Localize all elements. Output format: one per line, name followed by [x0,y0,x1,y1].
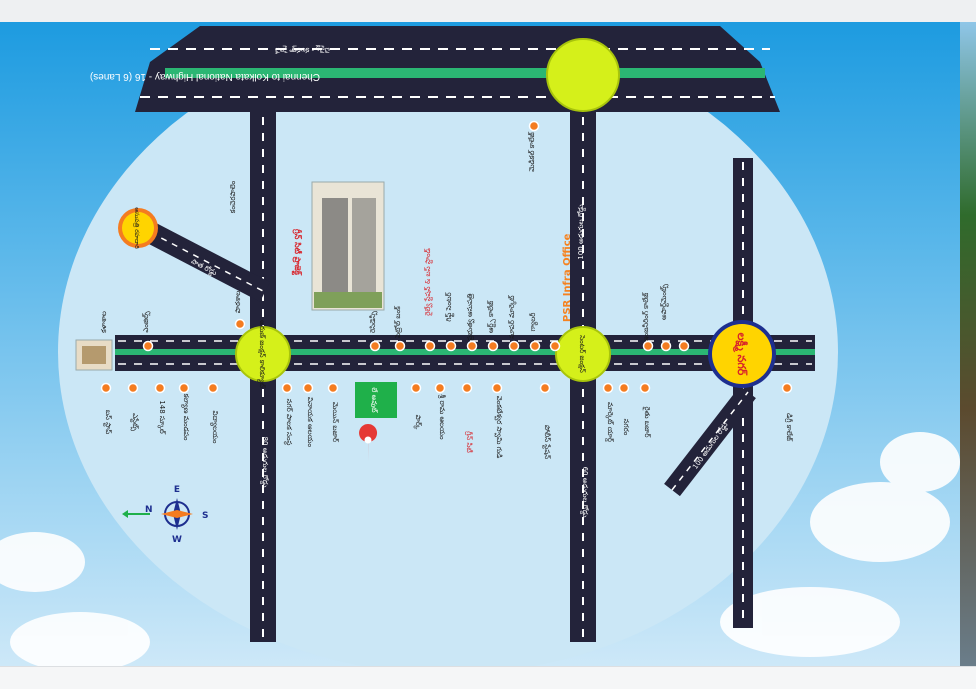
national-highway [135,26,780,112]
highway-english-label: Chennai to Kolkata National Highway - 16… [90,71,320,82]
svg-text:నగర్ పాలక సంస్థ: నగర్ పాలక సంస్థ [283,399,293,446]
svg-text:సూపర్ మార్కెట్: సూపర్ మార్కెట్ [508,295,517,339]
location-pin-icon [359,424,378,462]
road-diagonal-hospital [134,217,271,302]
venture-badge: లక్ష్మీ నగర్ [708,320,776,388]
svg-text:పెట్రోల్ బంక్: పెట్రోల్ బంక్ [394,306,403,339]
project-caption: గ్రీన్ సిటీ ప్రాజెక్ట్ [291,229,303,276]
main-road [115,335,815,371]
svg-text:డిగ్రీ కాలేజ్: డిగ్రీ కాలేజ్ [785,413,793,442]
landmark-photo [75,339,113,371]
svg-text:పాఠశాల: పాఠశాల [234,291,242,314]
venture-name: లక్ష్మీ నగర్ [732,333,748,376]
svg-text:ఆర్ట్స్ కాలేజ్: ఆర్ట్స్ కాలేజ్ [487,300,496,333]
svg-text:ఎస్టేట్స్: ఎస్టేట్స్ [130,413,139,431]
svg-text:వెంకటేశ్వర స్వామి గుడి: వెంకటేశ్వర స్వామి గుడి [494,396,503,459]
svg-text:ఇంజనీరింగ్ కాలేజ్: ఇంజనీరింగ్ కాలేజ్ [642,292,650,341]
svg-text:పోలీస్ స్టేషన్: పోలీస్ స్టేషన్ [542,425,551,459]
svg-text:రైతు బజార్: రైతు బజార్ [642,407,651,439]
svg-text:కళాశాల: కళాశాల [100,311,108,333]
svg-text:మెయిన్ బజార్: మెయిన్ బజార్ [331,402,339,443]
main-junction-label: అరుణ్ జంక్షన్ కాలిక్యూట్ [257,320,266,388]
green-city-badge: లే అవుట్ [355,382,397,418]
landmark-labels-upper: కళాశాల ఎంజిల్స్ పాఠశాల రెసిడెన్సీ పెట్రో… [100,131,669,341]
svg-text:రైల్వే స్టేషన్ & బస్ స్టాండ్: రైల్వే స్టేషన్ & బస్ స్టాండ్ [424,248,433,316]
center-junction-label: సెంటర్ జంక్షన్ [578,334,586,373]
svg-text:ప్రభుత్వ ఆసుపత్రి: ప్రభుత్వ ఆసుపత్రి [466,293,475,340]
svg-text:60 అడుగుల రోడ్డు: 60 అడుగుల రోడ్డు [580,467,589,518]
svg-text:కల్యాణ మండపం: కల్యాణ మండపం [181,394,190,441]
svg-text:శ్రీ రామ ఆలయం: శ్రీ రామ ఆలయం [438,394,446,440]
svg-text:100 అడుగుల రోడ్డు: 100 అడుగుల రోడ్డు [577,204,586,260]
svg-text:148 స్కూల్: 148 స్కూల్ [157,400,166,434]
location-map: Chennai to Kolkata National Highway - 16… [0,22,960,666]
map-svg: Chennai to Kolkata National Highway - 16… [0,26,960,666]
highway-telugu-label: చెన్నై - కలకత్తా హైవే [275,45,330,54]
main-junction-circle [235,326,291,382]
svg-text:మెడికల్ కాలేజ్: మెడికల్ కాలేజ్ [528,131,536,171]
svg-text:గ్రీన్ సిటీ: గ్రీన్ సిటీ [465,430,474,453]
svg-text:విద్యాలయం: విద్యాలయం [210,411,219,444]
compass-e: E [174,485,180,495]
top-bar [0,0,976,23]
project-photo [311,181,385,311]
compass-s: S [202,511,208,521]
center-junction-circle [555,326,611,382]
svg-text:వినాయక ఆలయం: వినాయక ఆలయం [306,397,314,448]
hospital-label: ఆసుపత్రి రహదారి [133,207,140,249]
green-city-text: లే అవుట్ [370,387,378,413]
landmark-markers-lower [100,382,793,394]
road-diagonal-venture [664,385,756,497]
svg-text:నగరం: నగరం [622,419,630,436]
cloud-decor [0,432,960,666]
svg-text:మార్కెట్ యార్డ్: మార్కెట్ యార్డ్ [605,402,614,443]
compass-n: N [145,505,153,515]
svg-text:పార్క్: పార్క్ [413,415,422,430]
svg-text:కంచెరపాలెం: కంచెరపాలెం [229,180,237,213]
svg-text:ఎంజిల్స్: ఎంజిల్స్ [142,311,151,332]
highway-junction-circle [546,38,620,112]
svg-text:బస్ స్టాప్: బస్ స్టాప్ [103,410,112,434]
svg-text:80 అడుగుల రోడ్డు: 80 అడుగుల రోడ్డు [260,437,269,488]
compass-w: W [172,535,182,545]
svg-text:గ్యాలరీ: గ్యాలరీ [529,313,538,332]
hospital-badge: ఆసుపత్రి రహదారి [118,207,158,249]
bottom-bar [0,666,976,689]
office-label: PSR Infra Office [562,233,573,322]
svg-text:అపార్ట్‌మెంట్స్: అపార్ట్‌మెంట్స్ [660,284,669,320]
svg-text:రెసిడెన్సీ: రెసిడెన్సీ [369,311,378,333]
side-photo-strip [960,22,976,666]
compass-icon [122,498,193,530]
svg-text:గిఫ్ట్ సెంటర్: గిఫ్ట్ సెంటర్ [445,292,454,322]
landmark-labels-lower: బస్ స్టాప్ ఎస్టేట్స్ 148 స్కూల్ కల్యాణ మ… [103,394,793,460]
